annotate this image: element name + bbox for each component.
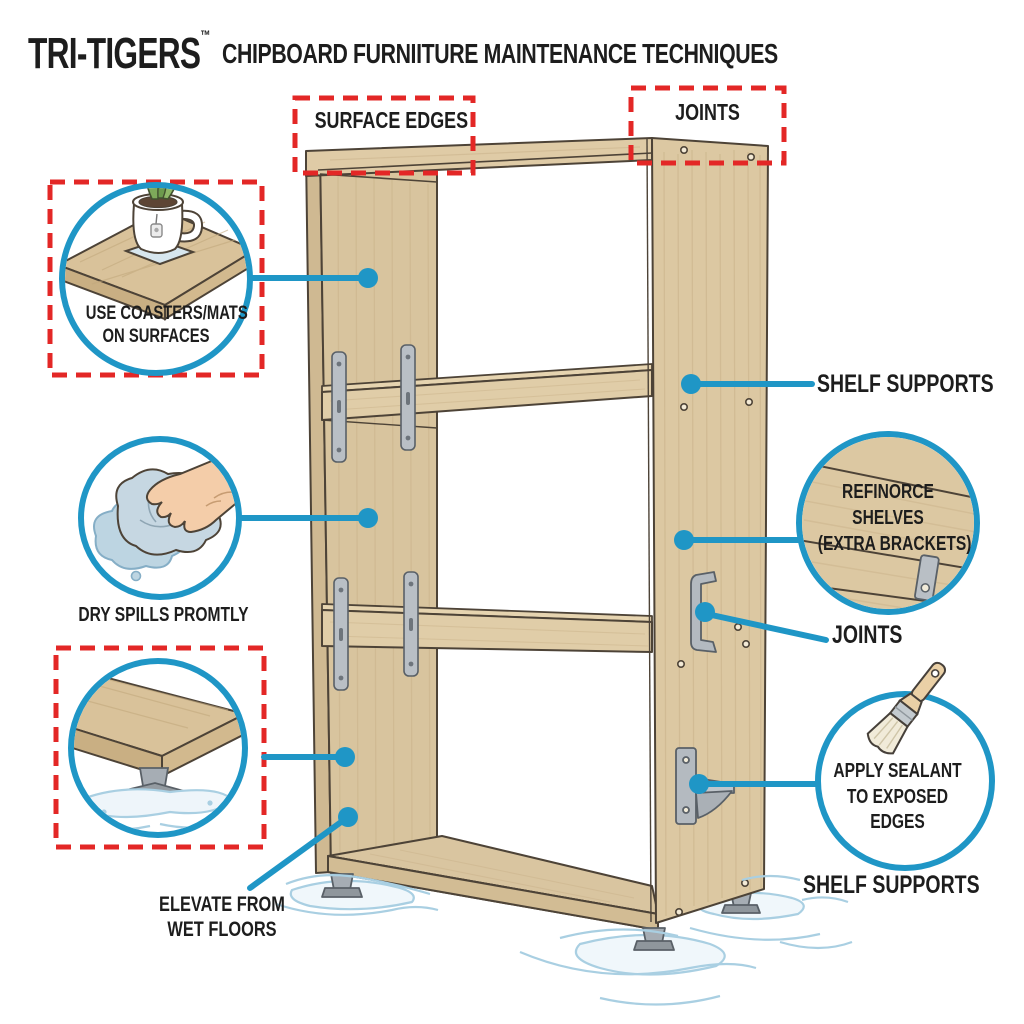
trademark-symbol: ™ (200, 27, 211, 43)
dry-spills-label: DRY SPILLS PROMTLY (78, 604, 249, 626)
sealant-label-line2: TO EXPOSED (846, 786, 949, 808)
paintbrush-icon (866, 661, 947, 755)
brand-text: TRI-TIGERS (28, 29, 201, 78)
elevate-box (53, 645, 267, 850)
joints-top-label: JOINTS (675, 99, 740, 125)
elevate-label-line1: ELEVATE FROM (159, 893, 285, 916)
coasters-label-line1: USE COASTERS/MATS (85, 303, 248, 324)
screw-hole (674, 146, 755, 916)
water-lines (275, 874, 853, 1006)
bookshelf-illustration (275, 137, 853, 1006)
joint-bracket-icon (690, 571, 717, 653)
coasters-label-line2: ON SURFACES (102, 326, 210, 347)
reinforced-shelf-icon (802, 437, 974, 609)
connector-dots (335, 268, 715, 827)
reinforce-label-line1: REFINORCE (842, 481, 934, 503)
mug-on-coaster-icon (65, 188, 247, 321)
hand-wiping-spill-icon (93, 448, 236, 582)
brand-logo: TRI-TIGERS™ (28, 28, 210, 76)
sealant-circle (815, 691, 995, 871)
surface-edges-label: SURFACE EDGES (314, 107, 469, 133)
sealant-label-line3: EDGES (870, 811, 925, 833)
elevate-label-line2: WET FLOORS (167, 918, 277, 941)
shelf-supports-top-label: SHELF SUPPORTS (817, 370, 994, 398)
corner-bracket-icon (675, 747, 735, 825)
reinforce-label-line3: (EXTRA BRACKETS) (817, 533, 972, 555)
reinforce-label-line2: SHELVES (852, 507, 924, 529)
page-title: CHIPBOARD FURNIITURE MAINTENANCE TECHNIQ… (222, 38, 778, 69)
connector-lines (236, 275, 829, 891)
joints-box (628, 85, 787, 166)
surface-edges-box (292, 95, 476, 176)
sealant-label-line1: APPLY SEALANT (833, 760, 962, 782)
shelf-supports-bottom-label: SHELF SUPPORTS (803, 871, 980, 899)
joints-right-label: JOINTS (832, 621, 903, 649)
